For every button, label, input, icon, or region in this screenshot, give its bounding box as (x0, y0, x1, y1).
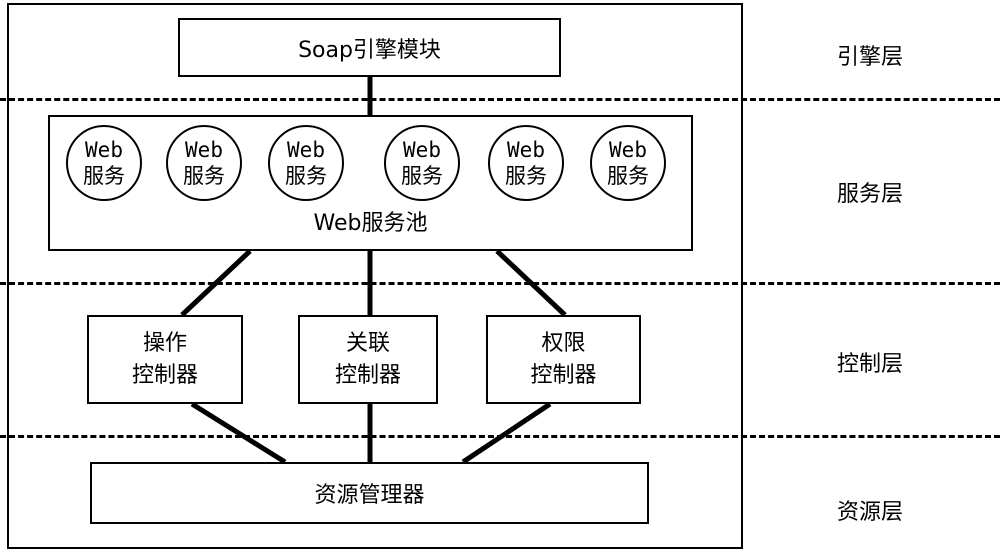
web-service-top: Web (403, 137, 441, 163)
web-service-top: Web (507, 137, 545, 163)
operation-controller-line2: 控制器 (132, 360, 198, 392)
layer-label-engine: 引擎层 (837, 39, 903, 71)
web-service-circle: Web 服务 (166, 125, 242, 201)
web-service-bottom: 服务 (505, 163, 547, 189)
layer-label-service: 服务层 (837, 176, 903, 208)
permission-controller-line2: 控制器 (530, 360, 596, 392)
permission-controller-line1: 权限 (541, 328, 585, 360)
web-service-bottom: 服务 (183, 163, 225, 189)
soap-engine-module: Soap引擎模块 (178, 18, 561, 77)
web-service-circle: Web 服务 (488, 125, 564, 201)
web-service-bottom: 服务 (83, 163, 125, 189)
relation-controller-line2: 控制器 (335, 360, 401, 392)
permission-controller: 权限 控制器 (486, 315, 641, 404)
web-service-circle: Web 服务 (590, 125, 666, 201)
web-service-pool-label: Web服务池 (314, 205, 428, 237)
relation-controller: 关联 控制器 (298, 315, 438, 404)
resource-manager: 资源管理器 (90, 462, 649, 524)
layer-divider-3 (0, 435, 1000, 438)
web-service-bottom: 服务 (401, 163, 443, 189)
layer-label-resource: 资源层 (837, 494, 903, 526)
layer-label-control: 控制层 (837, 346, 903, 378)
layer-divider-1 (0, 98, 1000, 101)
web-service-bottom: 服务 (285, 163, 327, 189)
web-service-circle: Web 服务 (66, 125, 142, 201)
operation-controller: 操作 控制器 (87, 315, 243, 404)
layer-divider-2 (0, 282, 1000, 285)
web-service-top: Web (287, 137, 325, 163)
web-service-top: Web (609, 137, 647, 163)
operation-controller-line1: 操作 (143, 328, 187, 360)
soap-engine-module-label: Soap引擎模块 (298, 32, 441, 64)
web-service-circle: Web 服务 (384, 125, 460, 201)
web-service-bottom: 服务 (607, 163, 649, 189)
web-service-circle: Web 服务 (268, 125, 344, 201)
web-service-top: Web (185, 137, 223, 163)
resource-manager-label: 资源管理器 (314, 477, 424, 509)
web-service-top: Web (85, 137, 123, 163)
relation-controller-line1: 关联 (346, 328, 390, 360)
